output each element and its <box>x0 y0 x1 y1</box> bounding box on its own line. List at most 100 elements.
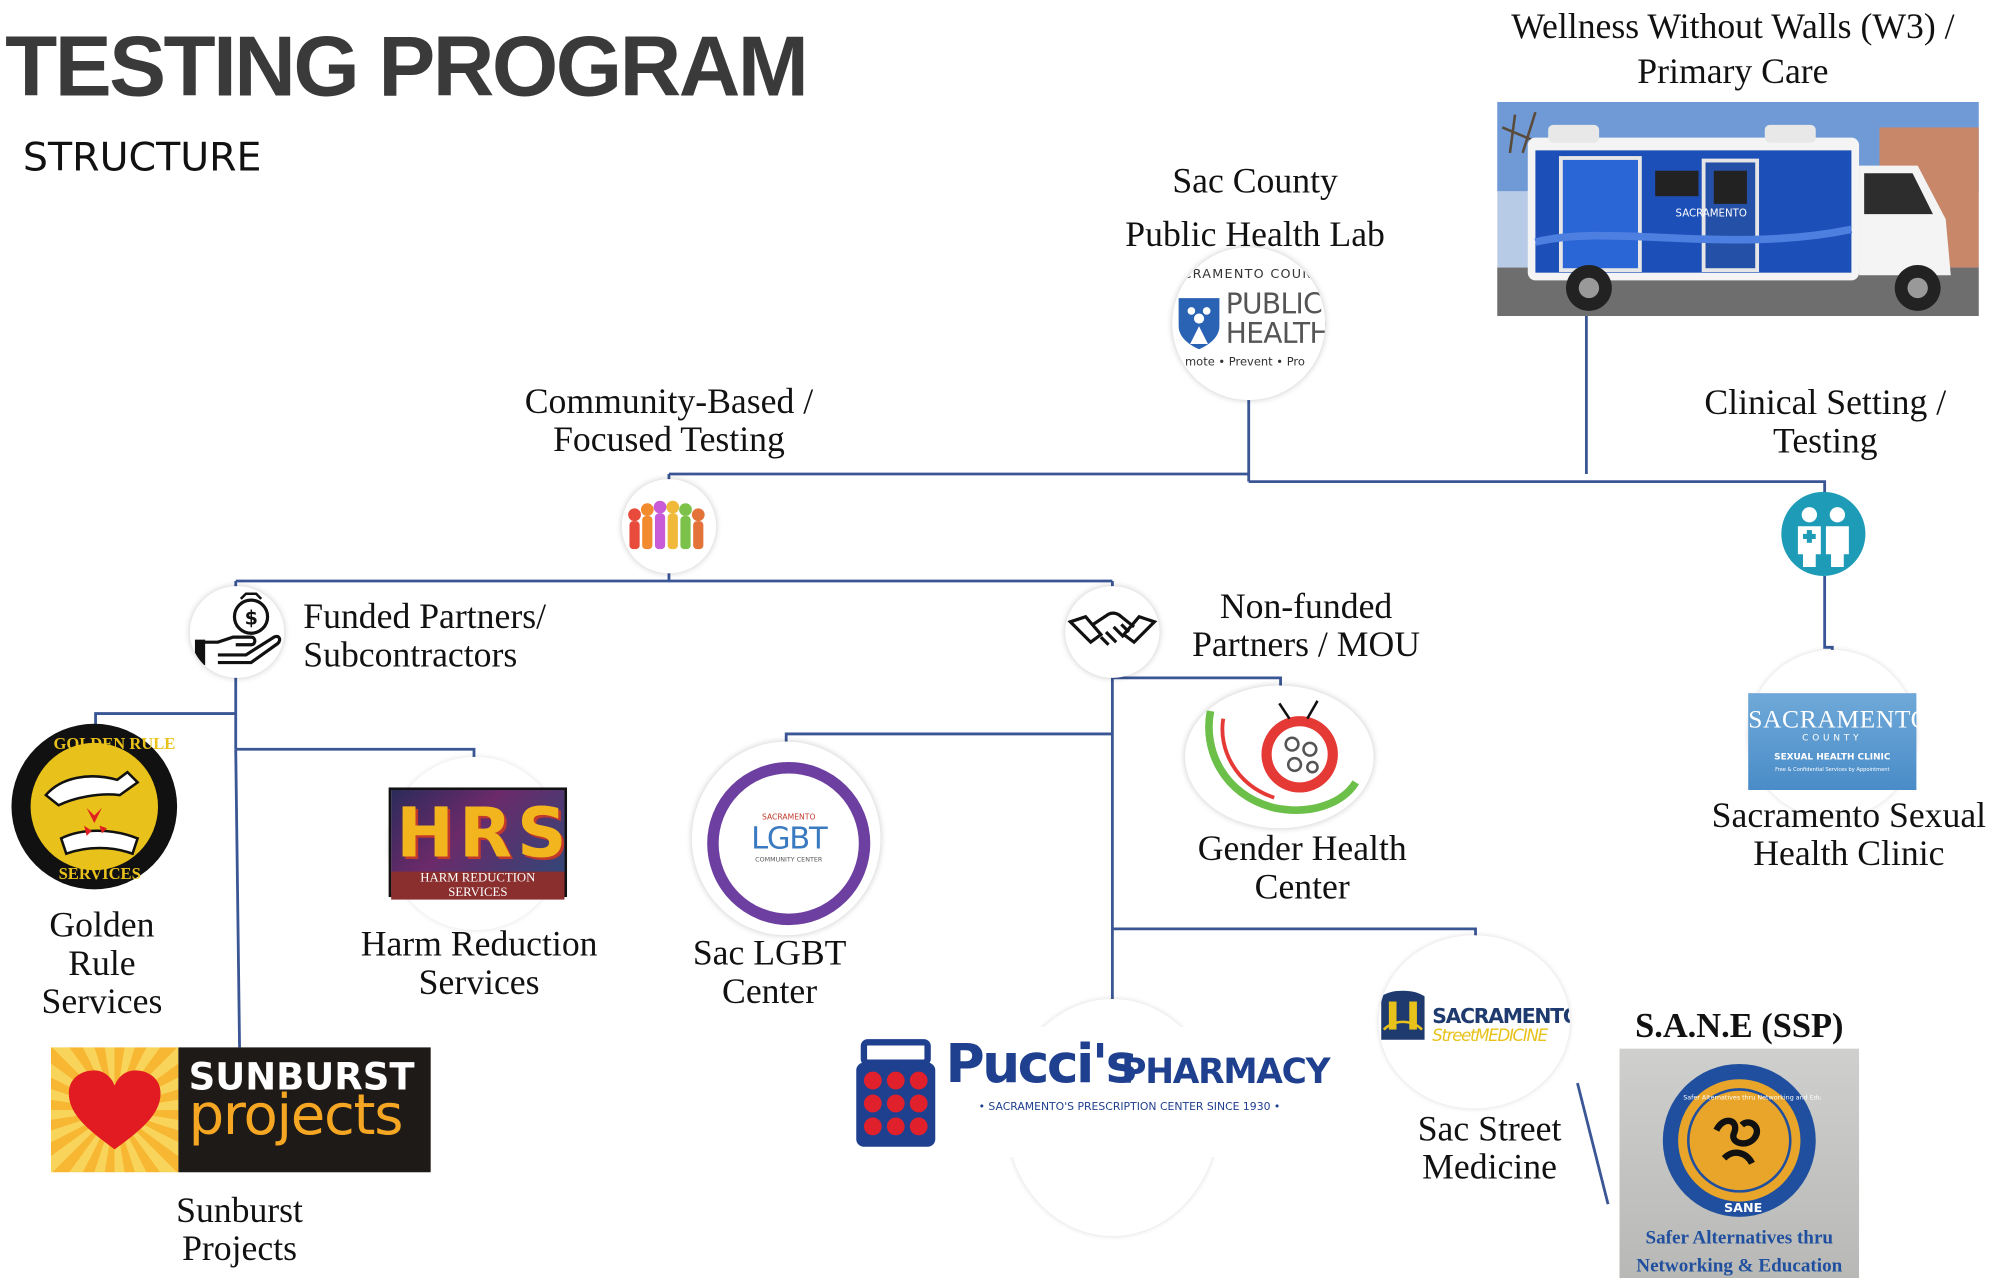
ph-logo-line1: PUBLIC <box>1225 289 1323 322</box>
lgbt-logo-top: SACRAMENTO <box>761 812 816 822</box>
funded-label-line2: Subcontractors <box>303 635 518 676</box>
lgbt-logo-ring <box>707 761 871 926</box>
gender-health-logo: Gender Health Center <box>1185 685 1374 829</box>
sunburst-text-panel: SUNBURST projects <box>178 1047 431 1173</box>
w3-label-line2: Primary Care <box>1637 52 1829 92</box>
sunburst-rays <box>50 1047 179 1173</box>
clinical-label-line1: Clinical Setting / <box>1704 383 1947 424</box>
shc-logo-line1: SACRAMENTO <box>1748 705 1930 734</box>
sunburst-label-line1: Sunburst <box>176 1191 303 1231</box>
gender-health-label: Gender Health Center <box>1172 829 1432 908</box>
medical-staff-icon <box>1781 491 1866 576</box>
lgbt-logo-main: LGBT <box>751 820 828 857</box>
street-medicine-label-line2: Medicine <box>1422 1148 1557 1188</box>
community-label-line1: Community-Based / <box>524 382 814 422</box>
hrs-logo-sub: HARM REDUCTION SERVICES <box>391 871 565 900</box>
nonfunded-label-line1: Non-funded <box>1219 587 1393 627</box>
golden-rule-logo: GOLDEN RULE SERVICES <box>11 723 178 890</box>
sane-logo-line2: Networking & Education <box>1636 1256 1843 1277</box>
connector-gender-health <box>1112 676 1282 689</box>
pucci-logo-tag: • SACRAMENTO'S PRESCRIPTION CENTER SINCE… <box>978 1100 1281 1114</box>
lgbt-label-line1: Sac LGBT <box>692 933 847 974</box>
sunburst-label-line2: Projects <box>182 1229 298 1270</box>
money-hand-icon: $ <box>189 586 285 678</box>
connector-harm-reduction <box>235 747 476 760</box>
sexual-health-logo: SACRAMENTO COUNTY SEXUAL HEALTH CLINIC F… <box>1748 693 1930 791</box>
sane-logo-line1: Safer Alternatives thru <box>1645 1228 1834 1249</box>
community-label: Community-Based / Focused Testing <box>484 382 854 460</box>
ph-logo-line2: HEALTH <box>1225 318 1326 351</box>
connector-street-medicine <box>1112 927 1477 938</box>
lgbt-label-line2: Center <box>722 972 818 1012</box>
funded-label-line1: Funded Partners/ <box>303 597 547 638</box>
ph-logo-tag: mote • Prevent • Pro <box>1185 356 1305 370</box>
shc-logo-line2: COUNTY <box>1802 732 1863 743</box>
golden-rule-label-line3: Services <box>41 982 163 1022</box>
shc-logo-line3: SEXUAL HEALTH CLINIC <box>1774 751 1891 762</box>
page-subtitle: STRUCTURE <box>22 135 262 181</box>
sane-emblem: SANE Safer Alternatives thru Networking … <box>1662 1063 1821 1217</box>
w3-label-line1: Wellness Without Walls (W3) / <box>1511 7 1955 48</box>
lgbt-logo-sub: COMMUNITY CENTER <box>755 856 823 864</box>
golden-rule-logo-bottom: SERVICES <box>59 864 141 883</box>
street-medicine-logo: SACRAMENTO StreetMEDICINE <box>1378 935 1570 1109</box>
street-medicine-label-line1: Sac Street <box>1417 1109 1562 1150</box>
handshake-icon <box>1065 586 1160 678</box>
clinical-label-line2: Testing <box>1773 421 1878 462</box>
sexual-health-label-line1: Sacramento Sexual <box>1711 796 1987 836</box>
lab-label: Sac County Public Health Lab <box>1077 155 1434 262</box>
community-label-line2: Focused Testing <box>553 420 785 460</box>
connector-right-bus <box>1248 480 1827 500</box>
sunburst-label: Sunburst Projects <box>140 1191 339 1270</box>
gender-health-label-line1: Gender Health <box>1197 829 1407 870</box>
shc-logo-line4: Free & Confidential Services by Appointm… <box>1775 765 1890 773</box>
sexual-health-label: Sacramento Sexual Health Clinic <box>1700 796 1998 875</box>
street-medicine-logo-line2: StreetMEDICINE <box>1432 1027 1548 1047</box>
public-health-logo: CRAMENTO COUN PUBLIC HEALTH mote • Preve… <box>1172 247 1326 401</box>
golden-rule-logo-top: GOLDEN RULE <box>54 734 176 753</box>
connector-lgbt <box>784 732 1113 742</box>
lgbt-circle: SACRAMENTO LGBT COMMUNITY CENTER <box>691 741 881 936</box>
golden-rule-label: Golden Rule Services <box>13 907 191 1022</box>
sunburst-logo: SUNBURST projects <box>50 1047 431 1173</box>
connector-sane <box>1576 1082 1610 1205</box>
harm-reduction-label-line1: Harm Reduction <box>360 925 598 965</box>
golden-rule-label-line2: Rule <box>68 944 136 984</box>
connector-clinical-down <box>1823 575 1834 655</box>
mobile-clinic-van-photo: SACRAMENTO <box>1497 101 1979 317</box>
sane-logo-ring: Safer Alternatives thru Networking and E… <box>1683 1094 1821 1102</box>
clinical-label: Clinical Setting / Testing <box>1656 383 1994 462</box>
sunburst-logo-line1: SUNBURST <box>188 1055 415 1099</box>
harm-reduction-label: Harm Reduction Services <box>344 926 614 1002</box>
funded-label: Funded Partners/ Subcontractors <box>303 597 596 676</box>
sunburst-logo-line2: projects <box>188 1083 404 1149</box>
community-people-icon <box>621 479 717 574</box>
street-medicine-label: Sac Street Medicine <box>1384 1109 1596 1188</box>
pill-bottle-icon <box>856 1039 936 1147</box>
ph-logo-top: CRAMENTO COUN <box>1182 267 1314 282</box>
lab-label-line1: Sac County <box>1172 161 1338 202</box>
svg-text:$: $ <box>245 606 258 629</box>
street-medicine-logo-line1: SACRAMENTO <box>1432 1004 1570 1029</box>
van-text: SACRAMENTO <box>1676 209 1747 220</box>
pucci-logo: Pucci's PHARMACY • SACRAMENTO'S PRESCRIP… <box>846 1027 1341 1157</box>
bridge-badge-icon <box>1381 990 1425 1040</box>
sane-logo-sane: SANE <box>1724 1201 1762 1216</box>
lgbt-label: Sac LGBT Center <box>663 935 877 1011</box>
gender-health-label-line2: Center <box>1254 867 1350 908</box>
nonfunded-label: Non-funded Partners / MOU <box>1166 587 1446 666</box>
harm-reduction-logo: HRS HARM REDUCTION SERVICES <box>388 787 572 900</box>
heart-icon <box>68 1070 161 1150</box>
sane-logo: SANE Safer Alternatives thru Networking … <box>1619 1048 1860 1279</box>
sexual-health-label-line2: Health Clinic <box>1753 834 1945 875</box>
pucci-logo-pharmacy: PHARMACY <box>1121 1052 1330 1092</box>
golden-rule-label-line1: Golden <box>49 905 155 946</box>
pucci-logo-main: Pucci's <box>945 1032 1137 1095</box>
sane-label: S.A.N.E (SSP) <box>1635 1006 1844 1045</box>
connector-sunburst <box>234 749 241 1048</box>
nonfunded-label-line2: Partners / MOU <box>1192 625 1421 666</box>
connector-golden-rule <box>94 712 236 727</box>
hrs-logo-text: HRS <box>396 792 572 873</box>
